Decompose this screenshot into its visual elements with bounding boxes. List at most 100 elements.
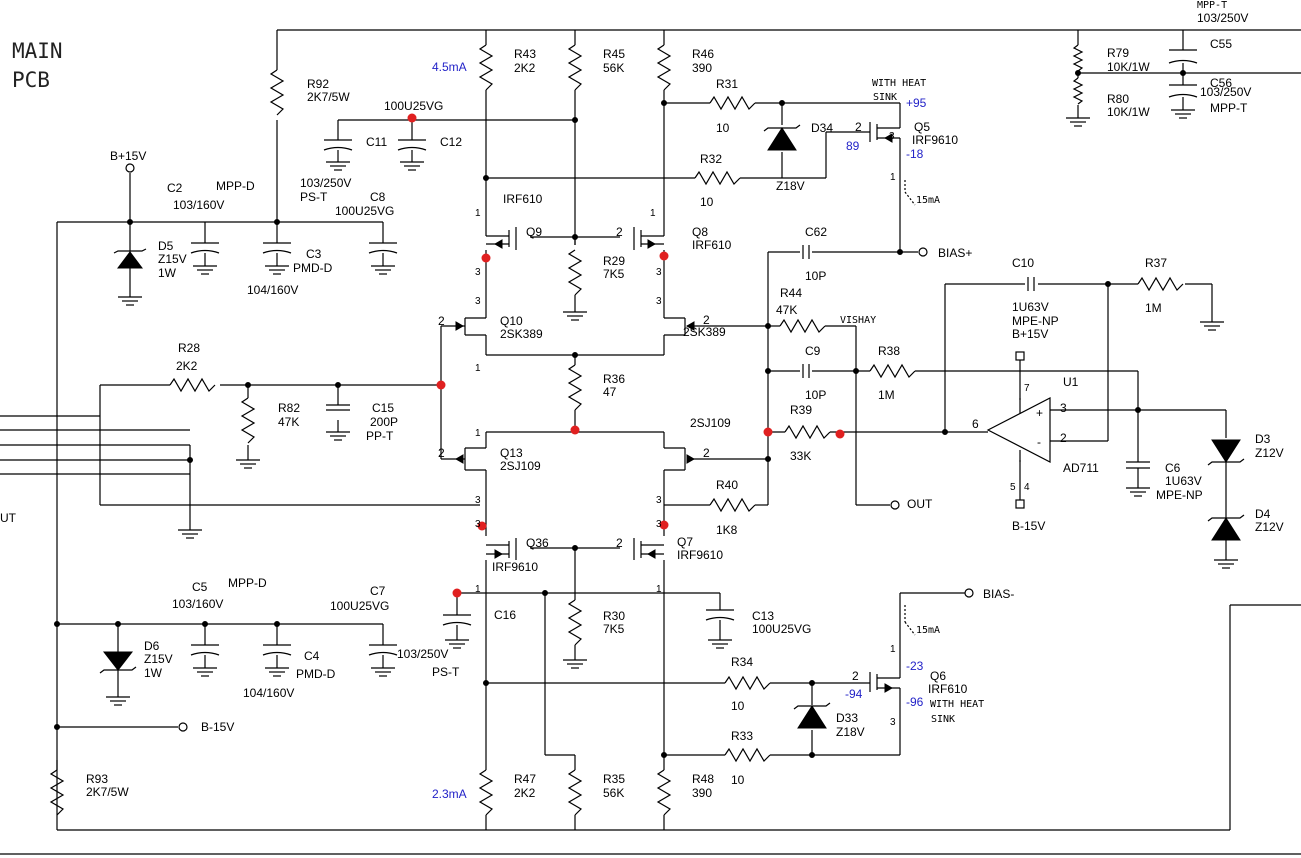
c56-value: 103/250V (1200, 85, 1251, 99)
ground-C56 (1171, 109, 1195, 119)
ground-C7 (371, 667, 395, 677)
resistor-R82 (240, 397, 256, 444)
R30-value: 7K5 (603, 622, 625, 636)
junctions (54, 70, 1186, 758)
resistor-R28 (169, 377, 216, 393)
resistor-R39 (784, 424, 831, 440)
D4-value: Z12V (1255, 520, 1284, 534)
D3-value: Z12V (1255, 446, 1284, 460)
R82-name: R82 (278, 401, 300, 415)
probe-dot (477, 521, 487, 531)
resistor-R92 (269, 69, 285, 116)
title-main: MAIN (12, 39, 63, 63)
q6-current: 15mA (916, 625, 940, 636)
R38-name: R38 (878, 344, 900, 358)
resistors (49, 44, 1184, 816)
q6-sink: SINK (931, 714, 955, 725)
Q36-type: IRF9610 (492, 560, 538, 574)
capacitor-C2 (190, 242, 220, 266)
resistor-R38 (869, 363, 916, 379)
ground-R80 (1066, 117, 1090, 127)
q5-sink: SINK (873, 92, 897, 103)
u1-pin4: 4 (1024, 482, 1030, 493)
C2-name: C2 (167, 181, 183, 195)
q6-drain-voltage: -23 (906, 659, 924, 673)
q6-gate-voltage: -94 (845, 687, 863, 701)
capacitor-C15 (326, 404, 350, 411)
R28-name: R28 (178, 341, 200, 355)
bias-minus-label: BIAS- (983, 587, 1014, 601)
D6-name: D6 (144, 639, 160, 653)
C4-value: 104/160V (243, 686, 294, 700)
ground-C13 (708, 639, 732, 649)
ground-R29 (563, 311, 587, 321)
u1-pin6: 6 (972, 417, 979, 431)
current-bottom: 2.3mA (432, 787, 467, 801)
probe-dot (763, 427, 773, 437)
probe-dot (835, 429, 845, 439)
zener-D34 (763, 124, 801, 151)
R80-name: R80 (1107, 92, 1129, 106)
C55-name: C55 (1210, 37, 1232, 51)
capacitor-C7 (368, 644, 398, 668)
Q36-name: Q36 (526, 536, 549, 550)
c10-type: MPE-NP (1012, 314, 1059, 328)
R36-name: R36 (603, 372, 625, 386)
ground-D6 (106, 696, 130, 706)
labels: MAIN PCB 4.5mA R43 2K2 R45 56K R46 390 M… (0, 0, 1284, 801)
capacitor-C62 (802, 245, 810, 259)
resistor-R48 (656, 769, 672, 816)
wires (0, 29, 1301, 831)
capacitor-C56 (1168, 84, 1198, 98)
c11-value: 100U25VG (384, 99, 443, 113)
q10-pin2: 2 (438, 314, 445, 328)
capacitor-C12 (397, 139, 427, 162)
C12-name: C12 (440, 135, 462, 149)
D6-power: 1W (144, 666, 163, 680)
R28-value: 2K2 (176, 359, 198, 373)
probe-dot (481, 253, 491, 263)
D4-name: D4 (1255, 507, 1271, 521)
capacitor-C16 (442, 614, 472, 640)
R35-value: 56K (603, 786, 624, 800)
ground-C6 (1126, 487, 1150, 497)
R79-value: 10K/1W (1107, 60, 1150, 74)
resistor-R33 (724, 747, 771, 763)
R39-name: R39 (790, 403, 812, 417)
C9-name: C9 (805, 344, 821, 358)
probe-dot (407, 113, 417, 123)
probe-dot (659, 251, 669, 261)
q5-source-voltage: -18 (906, 147, 924, 161)
q14-pin3: 3 (656, 495, 662, 506)
R45-value: 56K (603, 61, 624, 75)
capacitor-C9 (802, 364, 810, 378)
capacitors (190, 49, 1198, 668)
C62-name: C62 (805, 225, 827, 239)
ground-C2 (193, 265, 217, 275)
R92-name: R92 (307, 77, 329, 91)
ground-D5 (118, 296, 142, 306)
R30-name: R30 (603, 609, 625, 623)
R45-name: R45 (603, 47, 625, 61)
c11-type: PS-T (300, 190, 328, 204)
q5-pin1: 1 (890, 172, 896, 183)
D34-value: Z18V (776, 179, 805, 193)
C3-name: C3 (306, 247, 322, 261)
q8-pin3: 3 (656, 267, 662, 278)
q5-current: 15mA (916, 195, 940, 206)
q5-pin2: 2 (855, 120, 862, 134)
bminus15-label: B-15V (201, 720, 234, 734)
R93-name: R93 (86, 772, 108, 786)
C6-value: 1U63V (1165, 474, 1202, 488)
C3-type: PMD-D (293, 261, 333, 275)
resistor-R34 (724, 675, 771, 691)
R37-name: R37 (1145, 256, 1167, 270)
R47-name: R47 (514, 772, 536, 786)
mosfet-Q8 (633, 227, 664, 250)
R48-name: R48 (692, 772, 714, 786)
C4-type: PMD-D (296, 667, 336, 681)
q6-heat: WITH HEAT (930, 699, 984, 710)
C15-name: C15 (372, 401, 394, 415)
u1-minus: - (1037, 435, 1041, 449)
R44-name: R44 (780, 286, 802, 300)
